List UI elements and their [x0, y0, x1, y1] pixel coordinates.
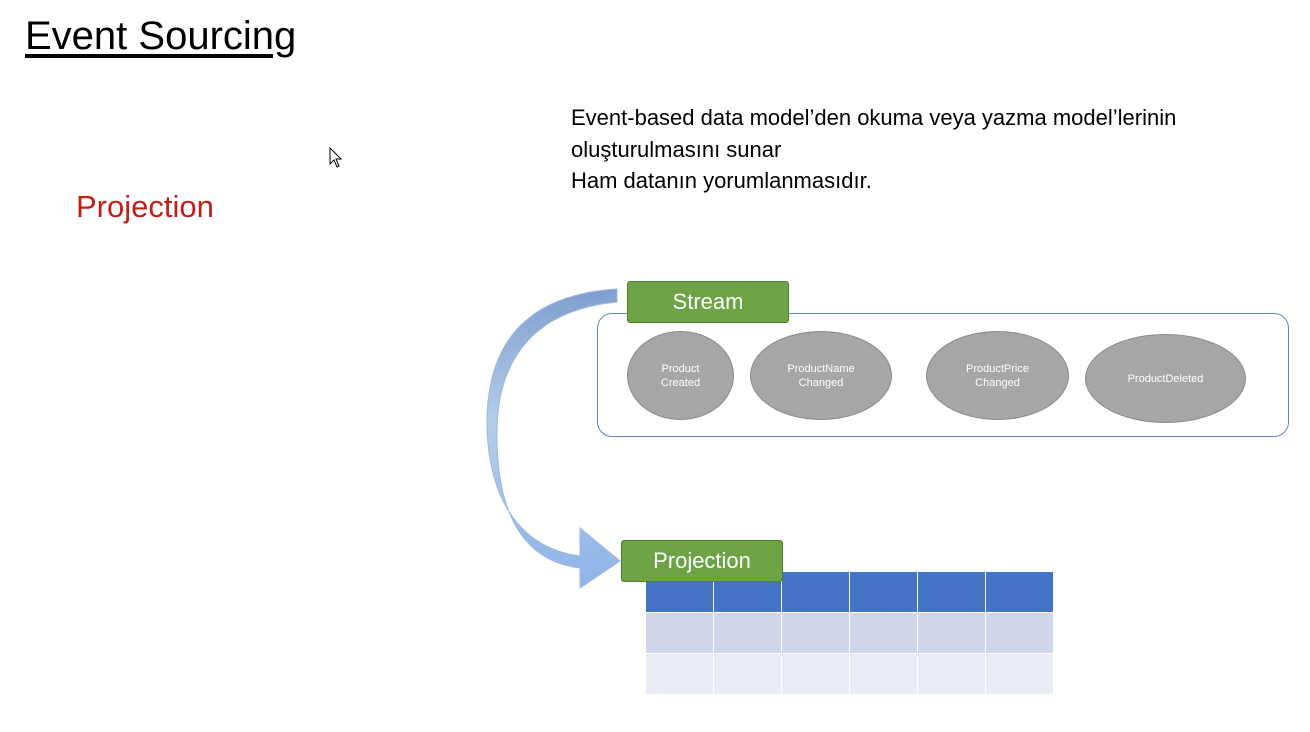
event-product-deleted: ProductDeleted: [1085, 334, 1246, 423]
event-product-price-changed: ProductPrice Changed: [926, 331, 1069, 420]
description-line-2: oluşturulmasını sunar: [571, 136, 782, 162]
table-cell: [714, 613, 781, 653]
table-cell: [986, 654, 1053, 694]
table-cell: [782, 654, 849, 694]
table-cell: [782, 613, 849, 653]
table-header-cell: [850, 572, 917, 612]
table-header-cell: [918, 572, 985, 612]
event-product-created: Product Created: [627, 331, 734, 420]
mouse-cursor-icon: [329, 147, 343, 168]
table-header-cell: [986, 572, 1053, 612]
table-cell: [850, 654, 917, 694]
table-cell: [850, 613, 917, 653]
description-line-3: Ham datanın yorumlanmasıdır.: [571, 168, 872, 193]
table-cell: [646, 613, 713, 653]
description-line-1: Event-based data model’den okuma veya ya…: [571, 105, 1177, 130]
section-label: Projection: [76, 189, 214, 224]
description-text: Event-based data model’den okuma veya ya…: [571, 102, 1271, 197]
table-cell: [714, 654, 781, 694]
projection-table: [646, 572, 1053, 694]
event-product-name-changed: ProductName Changed: [750, 331, 892, 420]
table-cell: [986, 613, 1053, 653]
slide-title: Event Sourcing: [25, 14, 297, 58]
projection-label: Projection: [621, 540, 783, 582]
table-cell: [918, 613, 985, 653]
table-cell: [646, 654, 713, 694]
table-header-cell: [782, 572, 849, 612]
table-cell: [918, 654, 985, 694]
stream-label: Stream: [627, 281, 789, 323]
